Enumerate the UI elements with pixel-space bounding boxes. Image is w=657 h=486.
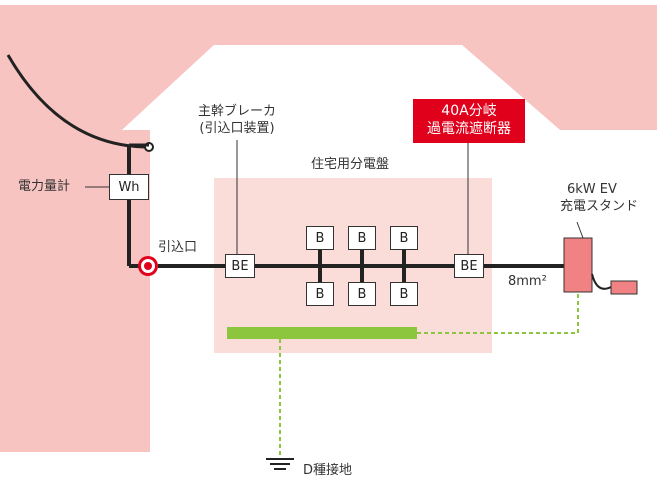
branch-overcurrent-breaker-callout: 40A分岐 過電流遮断器 [413,99,525,143]
meter-label: 電力量計 [18,179,71,194]
ground-icon [266,458,294,470]
branch-breaker: B [348,226,376,250]
distribution-board-label: 住宅用分電盤 [311,157,390,172]
ev-stand-label-2: 充電スタンド [560,199,639,214]
callout-line-1: 40A分岐 [441,103,497,119]
branch-breaker: B [348,282,376,306]
ev-stand-label-1: 6kW EV [567,182,617,197]
ev-connector [610,280,638,295]
ground-label: D種接地 [303,463,353,478]
branch-breaker: B [306,226,334,250]
cable-size-label: 8mm² [508,274,547,289]
branch-breaker: B [306,282,334,306]
branch-breaker: B [390,226,418,250]
ev-branch-breaker-box: BE [454,254,484,278]
ev-cable [591,273,612,290]
service-entry-label: 引込口 [158,240,198,255]
service-drop-line [6,54,146,149]
callout-line-2: 過電流遮断器 [427,121,511,137]
electricity-meter: Wh [109,174,149,200]
ground-bar [227,327,417,339]
ev-charging-stand [563,237,593,293]
branch-breaker: B [390,282,418,306]
main-breaker-label-1: 主幹ブレーカ [197,104,276,119]
main-breaker-box: BE [225,254,255,278]
main-breaker-label-2: (引込口装置) [199,121,275,136]
